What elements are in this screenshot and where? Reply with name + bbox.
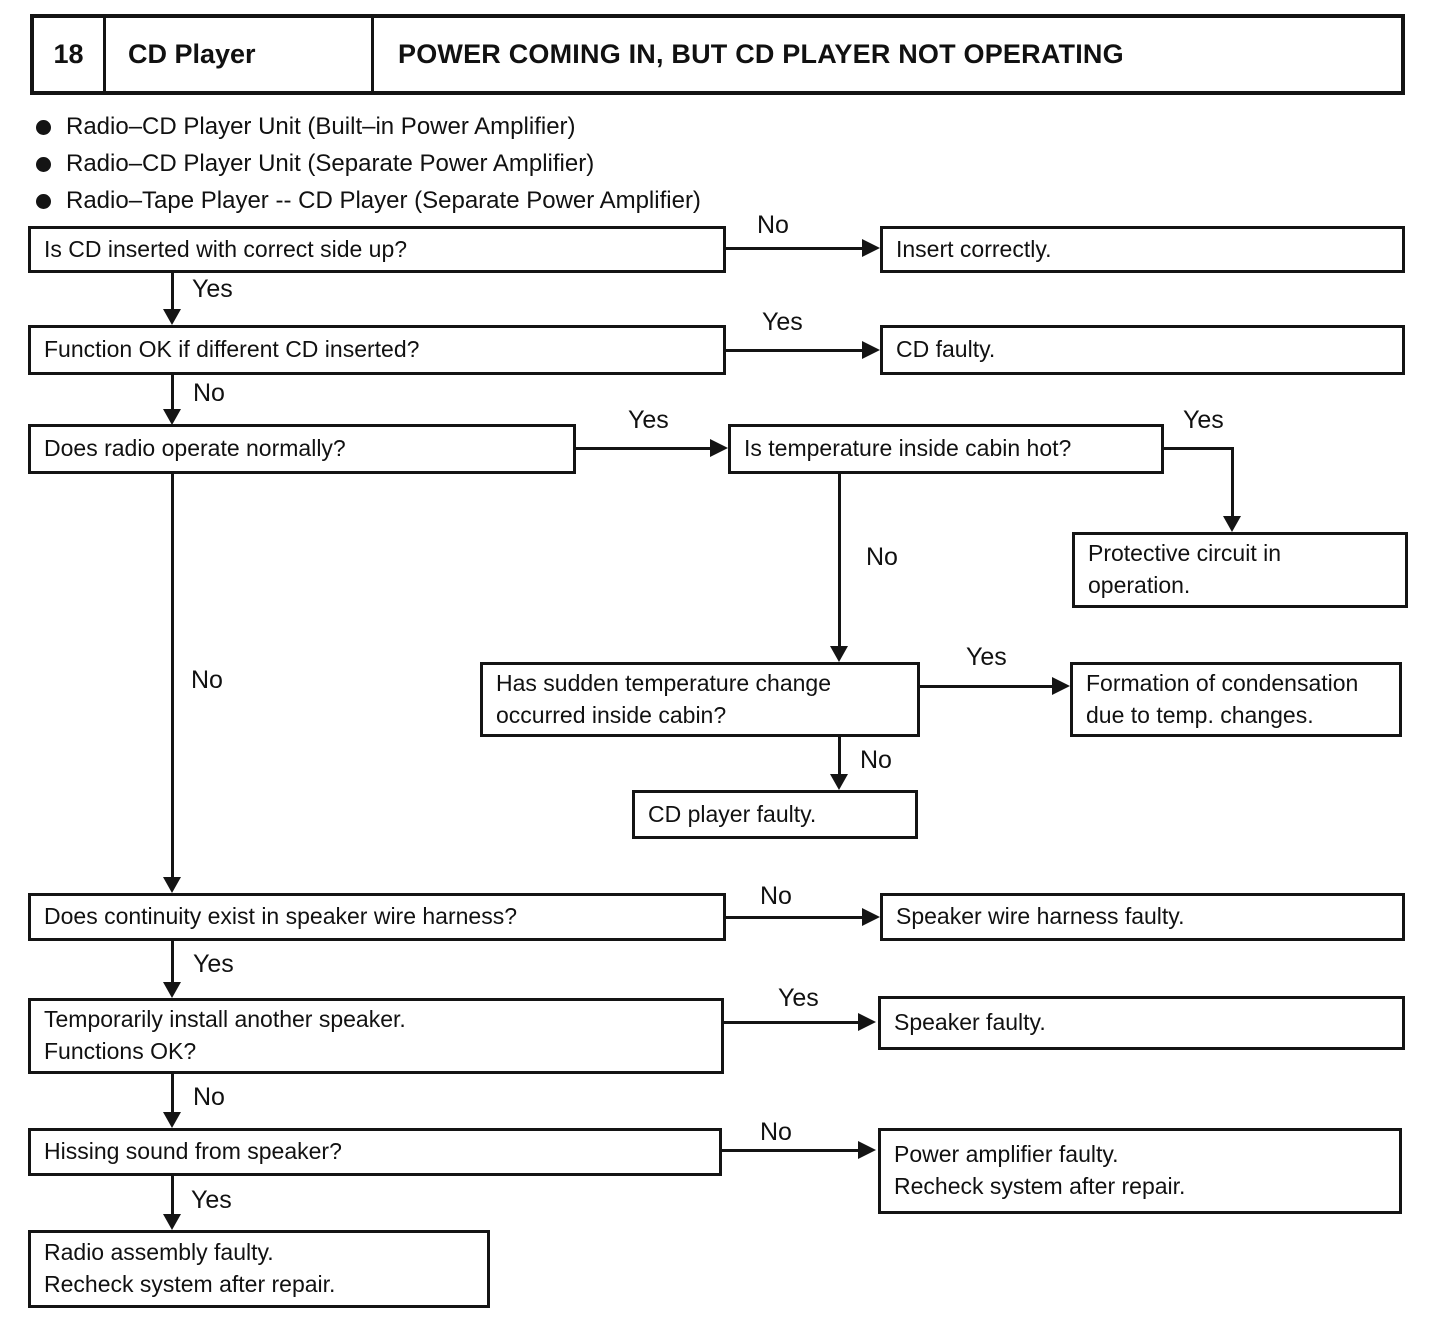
- edge-q3-q6-line: [171, 474, 174, 878]
- flow-node-q3: Does radio operate normally?: [28, 424, 576, 474]
- arrowhead-right-icon: [858, 1013, 876, 1031]
- arrowhead-down-icon: [163, 1112, 181, 1128]
- edge-q7-a7-line: [722, 1021, 860, 1024]
- arrowhead-down-icon: [163, 1214, 181, 1230]
- flow-node-q1: Is CD inserted with correct side up?: [28, 226, 726, 273]
- flow-node-a3: Protective circuit in operation.: [1072, 532, 1408, 608]
- branch-label-q5-yes: Yes: [966, 643, 1007, 671]
- branch-label-q8-no: No: [760, 1118, 792, 1146]
- flow-node-a9: Radio assembly faulty. Recheck system af…: [28, 1230, 490, 1308]
- edge-q1-a1-line: [726, 247, 864, 250]
- flow-node-a8: Power amplifier faulty. Recheck system a…: [878, 1128, 1402, 1214]
- arrowhead-down-icon: [163, 409, 181, 425]
- flow-node-q8: Hissing sound from speaker?: [28, 1128, 722, 1176]
- edge-q8-a8-line: [722, 1149, 860, 1152]
- flow-node-a5: CD player faulty.: [632, 790, 918, 839]
- edge-q4-a3-line: [1231, 447, 1234, 518]
- branch-label-q7-no: No: [193, 1083, 225, 1111]
- flow-node-a2: CD faulty.: [880, 325, 1405, 375]
- edge-q6-a6-line: [726, 916, 864, 919]
- edge-q3-q4-line: [576, 447, 712, 450]
- branch-label-q6-yes: Yes: [193, 950, 234, 978]
- branch-label-q3-yes: Yes: [628, 406, 669, 434]
- bullet-icon: [36, 193, 51, 209]
- list-item: Radio–Tape Player -- CD Player (Separate…: [36, 186, 701, 216]
- component-name: CD Player: [106, 18, 374, 91]
- branch-label-q1-no: No: [757, 211, 789, 239]
- bullet-icon: [36, 156, 51, 172]
- branch-label-q4-yes: Yes: [1183, 406, 1224, 434]
- flow-node-a7: Speaker faulty.: [878, 996, 1405, 1050]
- arrowhead-down-icon: [163, 877, 181, 893]
- flow-node-a4: Formation of condensation due to temp. c…: [1070, 662, 1402, 737]
- branch-label-q3-no: No: [191, 666, 223, 694]
- branch-label-q6-no: No: [760, 882, 792, 910]
- branch-label-q1-yes: Yes: [192, 275, 233, 303]
- flow-node-q6: Does continuity exist in speaker wire ha…: [28, 893, 726, 941]
- arrowhead-down-icon: [1223, 516, 1241, 532]
- arrowhead-right-icon: [862, 908, 880, 926]
- edge-q5-a5-line: [838, 737, 841, 776]
- flow-node-q5: Has sudden temperature change occurred i…: [480, 662, 920, 737]
- flow-node-q2: Function OK if different CD inserted?: [28, 325, 726, 375]
- branch-label-q2-yes: Yes: [762, 308, 803, 336]
- edge-q5-a4-line: [920, 685, 1054, 688]
- unit-label: Radio–Tape Player -- CD Player (Separate…: [66, 187, 701, 214]
- section-number: 18: [34, 18, 106, 91]
- branch-label-q4-no: No: [866, 543, 898, 571]
- arrowhead-right-icon: [1052, 677, 1070, 695]
- edge-q8-a9-line: [171, 1176, 174, 1215]
- edge-q7-q8-line: [171, 1074, 174, 1113]
- edge-q2-a2-line: [726, 349, 864, 352]
- arrowhead-right-icon: [710, 439, 728, 457]
- branch-label-q5-no: No: [860, 746, 892, 774]
- edge-q4-q5-line: [838, 474, 841, 648]
- flow-node-q4: Is temperature inside cabin hot?: [728, 424, 1164, 474]
- list-item: Radio–CD Player Unit (Separate Power Amp…: [36, 149, 701, 179]
- arrowhead-right-icon: [862, 341, 880, 359]
- applicable-units-list: Radio–CD Player Unit (Built–in Power Amp…: [36, 112, 701, 223]
- arrowhead-right-icon: [858, 1141, 876, 1159]
- edge-q2-q3-line: [171, 375, 174, 410]
- edge-q6-q7-line: [171, 941, 174, 983]
- branch-label-q2-no: No: [193, 379, 225, 407]
- unit-label: Radio–CD Player Unit (Built–in Power Amp…: [66, 113, 576, 140]
- edge-q1-q2-line: [171, 272, 174, 310]
- flow-node-q7: Temporarily install another speaker. Fun…: [28, 998, 724, 1074]
- symptom-title: POWER COMING IN, BUT CD PLAYER NOT OPERA…: [398, 39, 1124, 69]
- bullet-icon: [36, 119, 51, 135]
- list-item: Radio–CD Player Unit (Built–in Power Amp…: [36, 112, 701, 142]
- branch-label-q8-yes: Yes: [191, 1186, 232, 1214]
- header-table: 18 CD Player POWER COMING IN, BUT CD PLA…: [30, 14, 1405, 95]
- arrowhead-down-icon: [163, 309, 181, 325]
- arrowhead-down-icon: [163, 982, 181, 998]
- arrowhead-down-icon: [830, 774, 848, 790]
- arrowhead-right-icon: [862, 239, 880, 257]
- branch-label-q7-yes: Yes: [778, 984, 819, 1012]
- flow-node-a6: Speaker wire harness faulty.: [880, 893, 1405, 941]
- edge-q4-a3-line: [1164, 447, 1234, 450]
- arrowhead-down-icon: [830, 646, 848, 662]
- unit-label: Radio–CD Player Unit (Separate Power Amp…: [66, 150, 595, 177]
- flow-node-a1: Insert correctly.: [880, 226, 1405, 273]
